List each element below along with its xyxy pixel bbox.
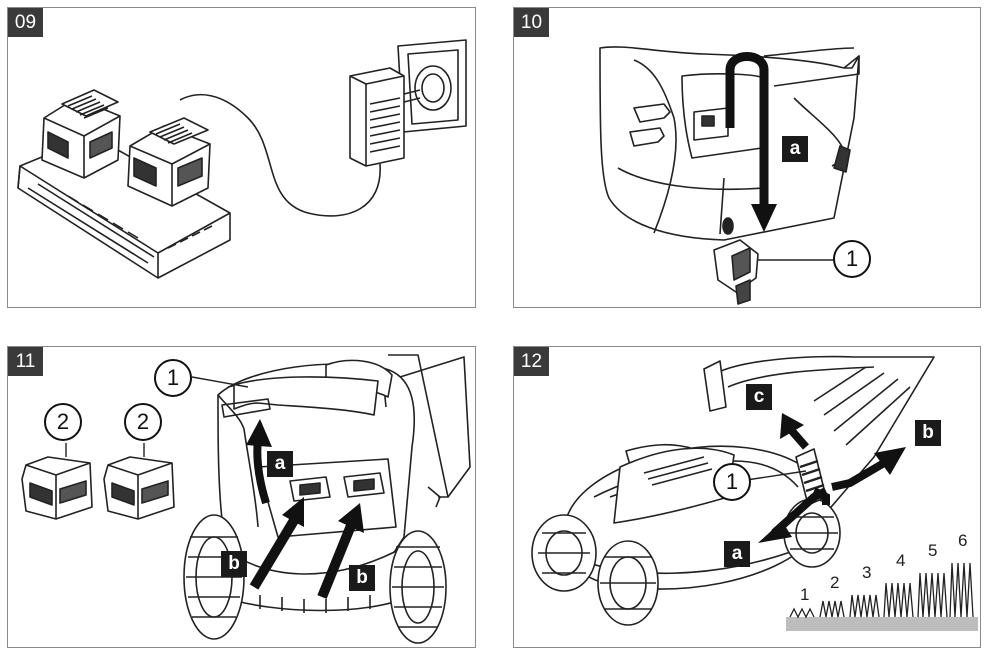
height-level-5: 5: [928, 541, 938, 560]
charger-cable: [179, 93, 381, 217]
step-10-panel: 10: [513, 7, 981, 308]
height-level-6: 6: [958, 531, 968, 550]
height-level-3: 3: [862, 563, 872, 582]
step-09-panel: 09: [7, 7, 476, 308]
battery-pack-right-icon: [103, 456, 175, 520]
wall-socket-icon: [397, 39, 467, 133]
pull-arrow-b: [831, 447, 906, 491]
battery-insertion-illustration: [21, 354, 471, 644]
insert-arrow-b-left: [249, 497, 304, 590]
callout-a: a: [267, 451, 293, 477]
insert-arrow-b-right: [317, 503, 364, 599]
step-number: 09: [8, 8, 43, 37]
callout-a: a: [724, 541, 750, 567]
height-level-1: 1: [800, 585, 810, 604]
step-number: 12: [514, 347, 549, 376]
lift-arrow-c: [780, 413, 810, 450]
mower-top-housing-icon: [599, 46, 860, 241]
callout-1-lever: 1: [713, 463, 751, 501]
power-adapter-icon: [349, 67, 421, 167]
height-level-2: 2: [830, 573, 840, 592]
insert-arrow-a: [725, 52, 777, 232]
callout-b: b: [915, 420, 941, 446]
callout-a: a: [782, 136, 808, 162]
lift-arrow-a: [246, 419, 272, 505]
mower-front-icon: [183, 354, 471, 644]
callout-2-battery-left: 2: [44, 403, 82, 441]
step-number: 10: [514, 8, 549, 37]
step-11-panel: 11: [7, 346, 476, 648]
step-number: 11: [8, 347, 43, 376]
mower-side-icon: [531, 355, 935, 626]
cutting-height-illustration: [531, 355, 978, 631]
step-12-panel: 12: [513, 346, 981, 648]
push-arrow-a: [758, 487, 830, 543]
callout-1-lid: 1: [154, 359, 192, 397]
dual-charger-icon: [17, 89, 231, 279]
callout-1: 1: [833, 240, 871, 278]
battery-pack-left-icon: [21, 456, 93, 520]
height-level-4: 4: [896, 551, 906, 570]
callout-b-left: b: [221, 551, 247, 577]
safety-key-illustration: [599, 46, 860, 305]
callout-2-battery-right: 2: [124, 403, 162, 441]
safety-key-icon: [713, 177, 759, 305]
grass-height-scale-icon: [786, 562, 978, 631]
callout-c: c: [746, 384, 772, 410]
charger-illustration: [17, 39, 467, 279]
callout-b-right: b: [349, 565, 375, 591]
